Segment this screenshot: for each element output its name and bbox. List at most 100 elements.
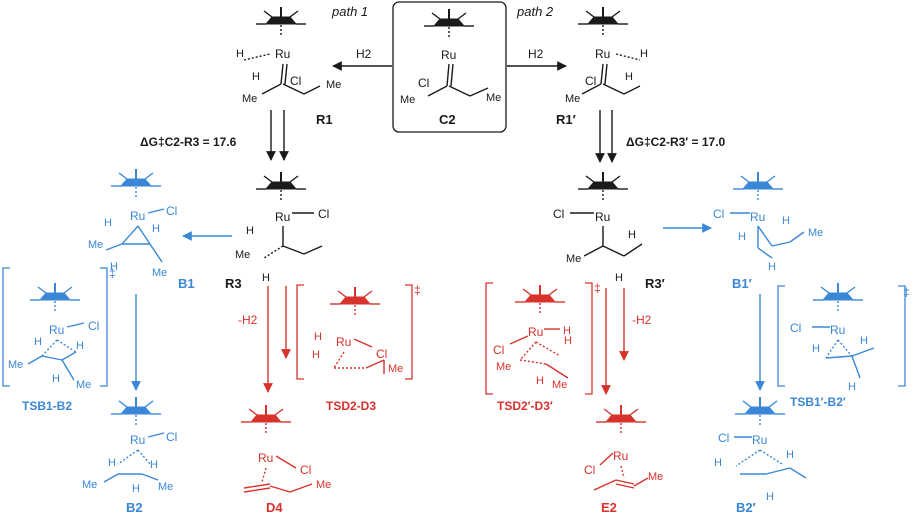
label-ts-d2pd3p: TSD2′-D3′ bbox=[497, 399, 553, 413]
path-2-label: path 2 bbox=[516, 4, 554, 19]
b2-cp-ring bbox=[119, 406, 153, 415]
r3-b3 bbox=[303, 245, 323, 255]
r1p-cp-ring bbox=[586, 16, 620, 25]
e2-cp-me4 bbox=[629, 408, 639, 416]
b2-cp-me3 bbox=[118, 400, 128, 408]
e2-b1 bbox=[593, 479, 617, 491]
b2p-b5 bbox=[789, 467, 807, 479]
r1-ru: Ru bbox=[275, 47, 290, 61]
label-e2: E2 bbox=[601, 500, 617, 515]
tsdp-cp-ring bbox=[523, 294, 557, 303]
b1p-b2 bbox=[771, 241, 791, 247]
r1-cp-ring bbox=[264, 16, 298, 25]
b1-h1: H bbox=[104, 217, 112, 229]
c2-box bbox=[392, 1, 507, 133]
ts-d2pd3p-dagger: ‡ bbox=[594, 281, 601, 295]
energy-left-label: ΔG‡C2-R3 = 17.6 bbox=[140, 135, 237, 149]
b2p-h3: H bbox=[766, 491, 774, 503]
r3-ru: Ru bbox=[275, 210, 290, 224]
r3p-cp-me4 bbox=[611, 175, 621, 183]
r1p-b1 bbox=[581, 83, 602, 95]
b2p-h2: H bbox=[714, 457, 722, 469]
b2p-b4 bbox=[765, 467, 791, 475]
b2-me1: Me bbox=[82, 479, 97, 491]
tsd-cp-me4 bbox=[363, 290, 373, 298]
tsdp-b4 bbox=[545, 363, 569, 379]
tsb1p-h1: H bbox=[860, 335, 868, 347]
r3p-cp-me3 bbox=[585, 175, 595, 183]
e2-rucl bbox=[599, 452, 614, 466]
tsb1-cl: Cl bbox=[88, 319, 99, 333]
b1-cp-me4 bbox=[144, 172, 154, 180]
b2-h2: H bbox=[150, 459, 158, 471]
tsb1p-b2 bbox=[825, 339, 839, 359]
c2-cp-me4 bbox=[457, 12, 467, 20]
b1-cp-ring bbox=[119, 178, 153, 187]
r3-cp-me4 bbox=[289, 175, 299, 183]
b1p-h3: H bbox=[768, 261, 776, 273]
r3-me: Me bbox=[235, 249, 250, 261]
label-d4: D4 bbox=[266, 500, 283, 515]
tsdp-cp-me3 bbox=[522, 288, 532, 296]
r3p-ru: Ru bbox=[595, 210, 610, 224]
r1-carbene-b bbox=[284, 63, 288, 85]
tsb1-b1 bbox=[41, 339, 58, 357]
b1-b2 bbox=[137, 225, 151, 245]
e2-ru: Ru bbox=[613, 449, 628, 463]
r1-h1: H bbox=[236, 48, 244, 60]
e2-b3 bbox=[633, 477, 649, 487]
r3p-cl: Cl bbox=[553, 207, 564, 221]
d4-b3 bbox=[269, 485, 291, 493]
b1p-me: Me bbox=[808, 227, 823, 239]
h2-left-label: H2 bbox=[356, 47, 372, 61]
ts-b1pb2p-dagger: ‡ bbox=[903, 285, 910, 299]
b2-b5 bbox=[103, 473, 119, 483]
tsd-me: Me bbox=[388, 363, 403, 375]
minus-h2-left-label: -H2 bbox=[238, 313, 258, 327]
tsb1-b5 bbox=[27, 355, 43, 365]
ts-b1b2-bracket-left bbox=[2, 267, 10, 387]
tsdp-me2: Me bbox=[552, 379, 567, 391]
r3-cp-ring bbox=[264, 181, 298, 190]
r1p-carbene-a bbox=[600, 63, 604, 85]
b1-ru: Ru bbox=[130, 209, 145, 223]
tsdp-h2: H bbox=[564, 335, 572, 347]
b2p-cp-ring bbox=[743, 406, 777, 415]
d4-rucl bbox=[275, 455, 297, 469]
c2-b1 bbox=[427, 85, 448, 97]
d4-ru: Ru bbox=[258, 451, 273, 465]
c2-cp-me3 bbox=[431, 12, 441, 20]
d4-b2 bbox=[243, 487, 271, 493]
tsb1-b2 bbox=[56, 339, 77, 353]
r3p-b2 bbox=[583, 245, 604, 257]
tsb1-cp-me3 bbox=[37, 286, 47, 294]
tsb1-me1: Me bbox=[8, 359, 23, 371]
tsd-h2: H bbox=[312, 349, 320, 361]
tsb1-ru: Ru bbox=[49, 323, 64, 337]
b1p-h2: H bbox=[738, 231, 746, 243]
r3p-h2: H bbox=[615, 272, 623, 284]
label-b2: B2 bbox=[126, 500, 143, 515]
ts-b1b2-dagger: ‡ bbox=[109, 266, 116, 280]
e2-cp-ring bbox=[604, 414, 638, 423]
e2-b2a bbox=[615, 479, 635, 485]
r1p-cp-me4 bbox=[611, 10, 621, 18]
c2-b2 bbox=[448, 85, 471, 97]
tsb1p-b4 bbox=[851, 347, 875, 357]
b1-h2: H bbox=[152, 223, 160, 235]
tsdp-me1: Me bbox=[496, 361, 511, 373]
r3p-me: Me bbox=[566, 253, 581, 265]
r1-b2 bbox=[282, 83, 305, 95]
b2-b1 bbox=[117, 449, 139, 465]
b2p-b1 bbox=[759, 449, 783, 465]
tsb1-cp-ring bbox=[38, 292, 72, 301]
label-ts-b1b2: TSB1-B2 bbox=[22, 399, 72, 413]
label-r3p: R3′ bbox=[645, 276, 665, 291]
r1p-h2: H bbox=[625, 71, 633, 83]
r3-b2 bbox=[282, 245, 305, 255]
tsdp-b2 bbox=[535, 341, 561, 357]
b1-b4 bbox=[105, 243, 123, 251]
b2p-h1: H bbox=[786, 449, 794, 461]
minus-h2-right-label: -H2 bbox=[632, 313, 652, 327]
tsb1-b4 bbox=[61, 351, 77, 361]
